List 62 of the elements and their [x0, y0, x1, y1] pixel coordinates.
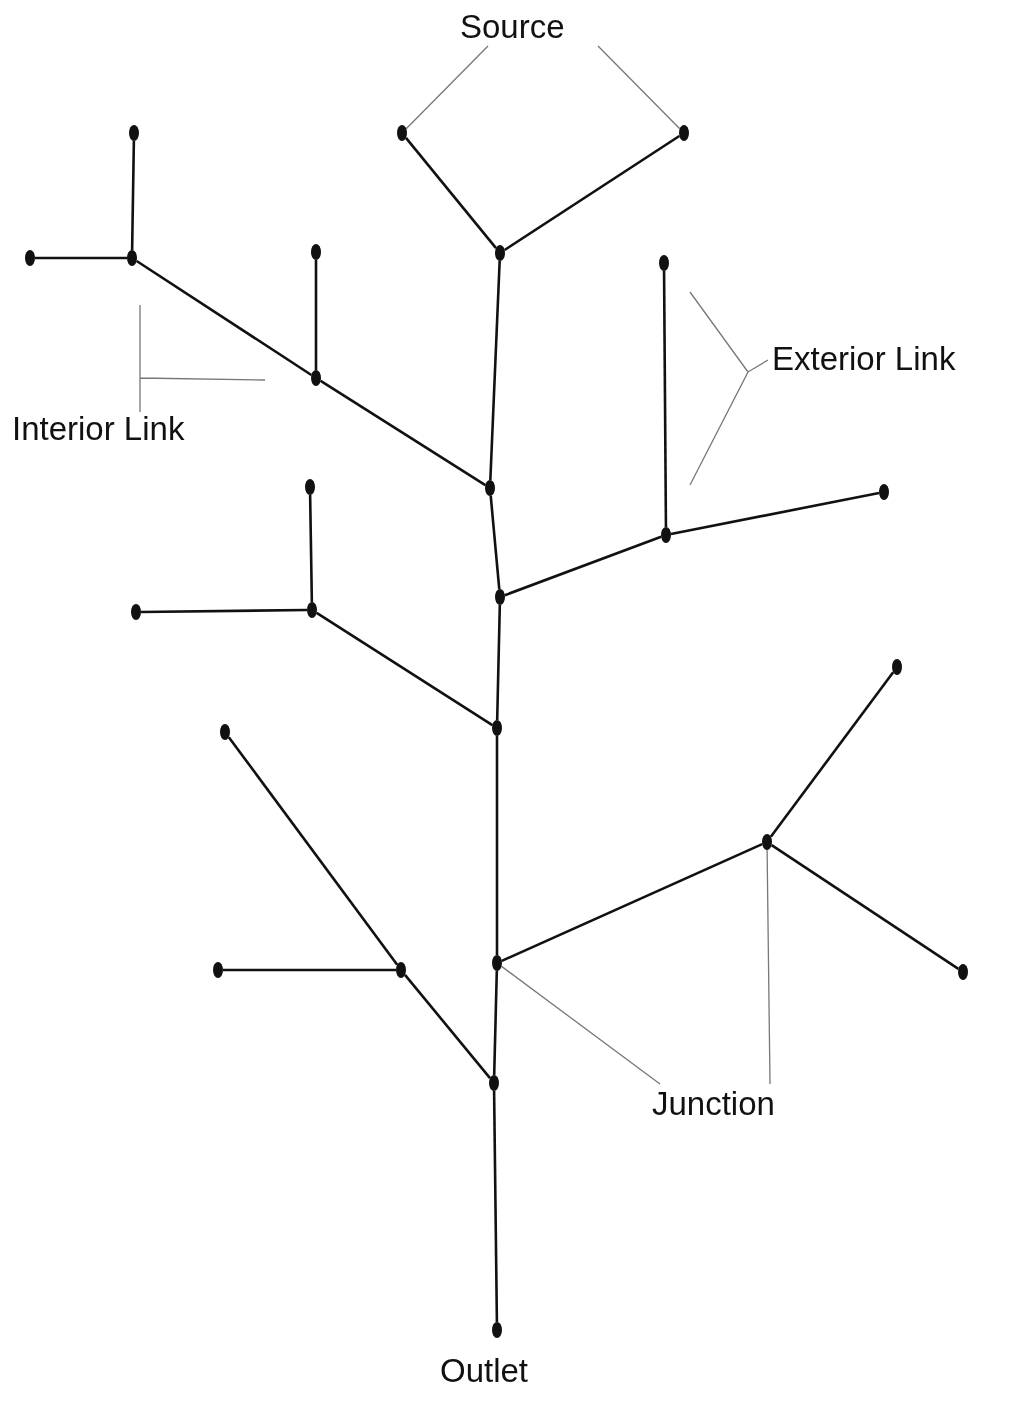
node-dot: [305, 479, 315, 495]
stream-link: [130, 140, 136, 251]
stream-link: [489, 495, 501, 590]
stream-link: [404, 137, 498, 249]
leader-line: [766, 849, 771, 1085]
node-dot: [311, 370, 321, 386]
stream-link: [495, 604, 502, 721]
node-dot: [25, 250, 35, 266]
stream-link: [769, 671, 895, 838]
node-dot: [489, 1075, 499, 1091]
node-dot: [495, 589, 505, 605]
node-dot: [762, 834, 772, 850]
node-dot: [892, 659, 902, 675]
node-dot: [679, 125, 689, 141]
leader-line: [405, 45, 489, 130]
bracket-leader: [689, 291, 769, 486]
node-dot: [661, 527, 671, 543]
node-dot: [396, 962, 406, 978]
leader-line: [139, 304, 266, 413]
stream-link: [492, 1091, 499, 1322]
node-dot: [307, 602, 317, 618]
node-dot: [659, 255, 669, 271]
node-dot: [485, 480, 495, 496]
node-dot: [879, 484, 889, 500]
stream-link: [662, 271, 668, 527]
callout-label: Exterior Link: [772, 340, 956, 378]
callout-label: Interior Link: [12, 410, 185, 448]
stream-link: [35, 256, 127, 260]
stream-link: [223, 968, 396, 972]
node-dot: [213, 962, 223, 978]
node-dot: [492, 720, 502, 736]
stream-link: [227, 736, 399, 966]
leader-line: [597, 45, 681, 130]
node-dot: [220, 724, 230, 740]
stream-link: [403, 974, 492, 1079]
stream-link: [495, 736, 499, 955]
stream-link: [489, 260, 501, 481]
stream-link: [504, 535, 662, 597]
stream-link: [135, 259, 313, 377]
node-dot: [129, 125, 139, 141]
node-dot: [492, 955, 502, 971]
callout-label: Junction: [652, 1085, 775, 1123]
node-dot: [958, 964, 968, 980]
stream-link: [319, 379, 487, 487]
node-dot: [397, 125, 407, 141]
node-caption: Outlet: [440, 1352, 529, 1390]
stream-link: [308, 494, 314, 603]
stream-link: [492, 970, 499, 1076]
node-dot: [127, 250, 137, 266]
stream-link: [503, 134, 681, 252]
node-dot: [131, 604, 141, 620]
stream-link: [315, 611, 494, 727]
node-dot: [495, 245, 505, 261]
leader-line: [500, 965, 661, 1085]
stream-link: [670, 491, 880, 536]
stream-link: [501, 842, 763, 963]
node-dot: [311, 244, 321, 260]
stream-link: [141, 608, 307, 614]
stream-link: [314, 260, 318, 370]
node-dot: [492, 1322, 502, 1338]
callout-label: Source: [460, 8, 565, 46]
stream-link: [770, 843, 960, 971]
